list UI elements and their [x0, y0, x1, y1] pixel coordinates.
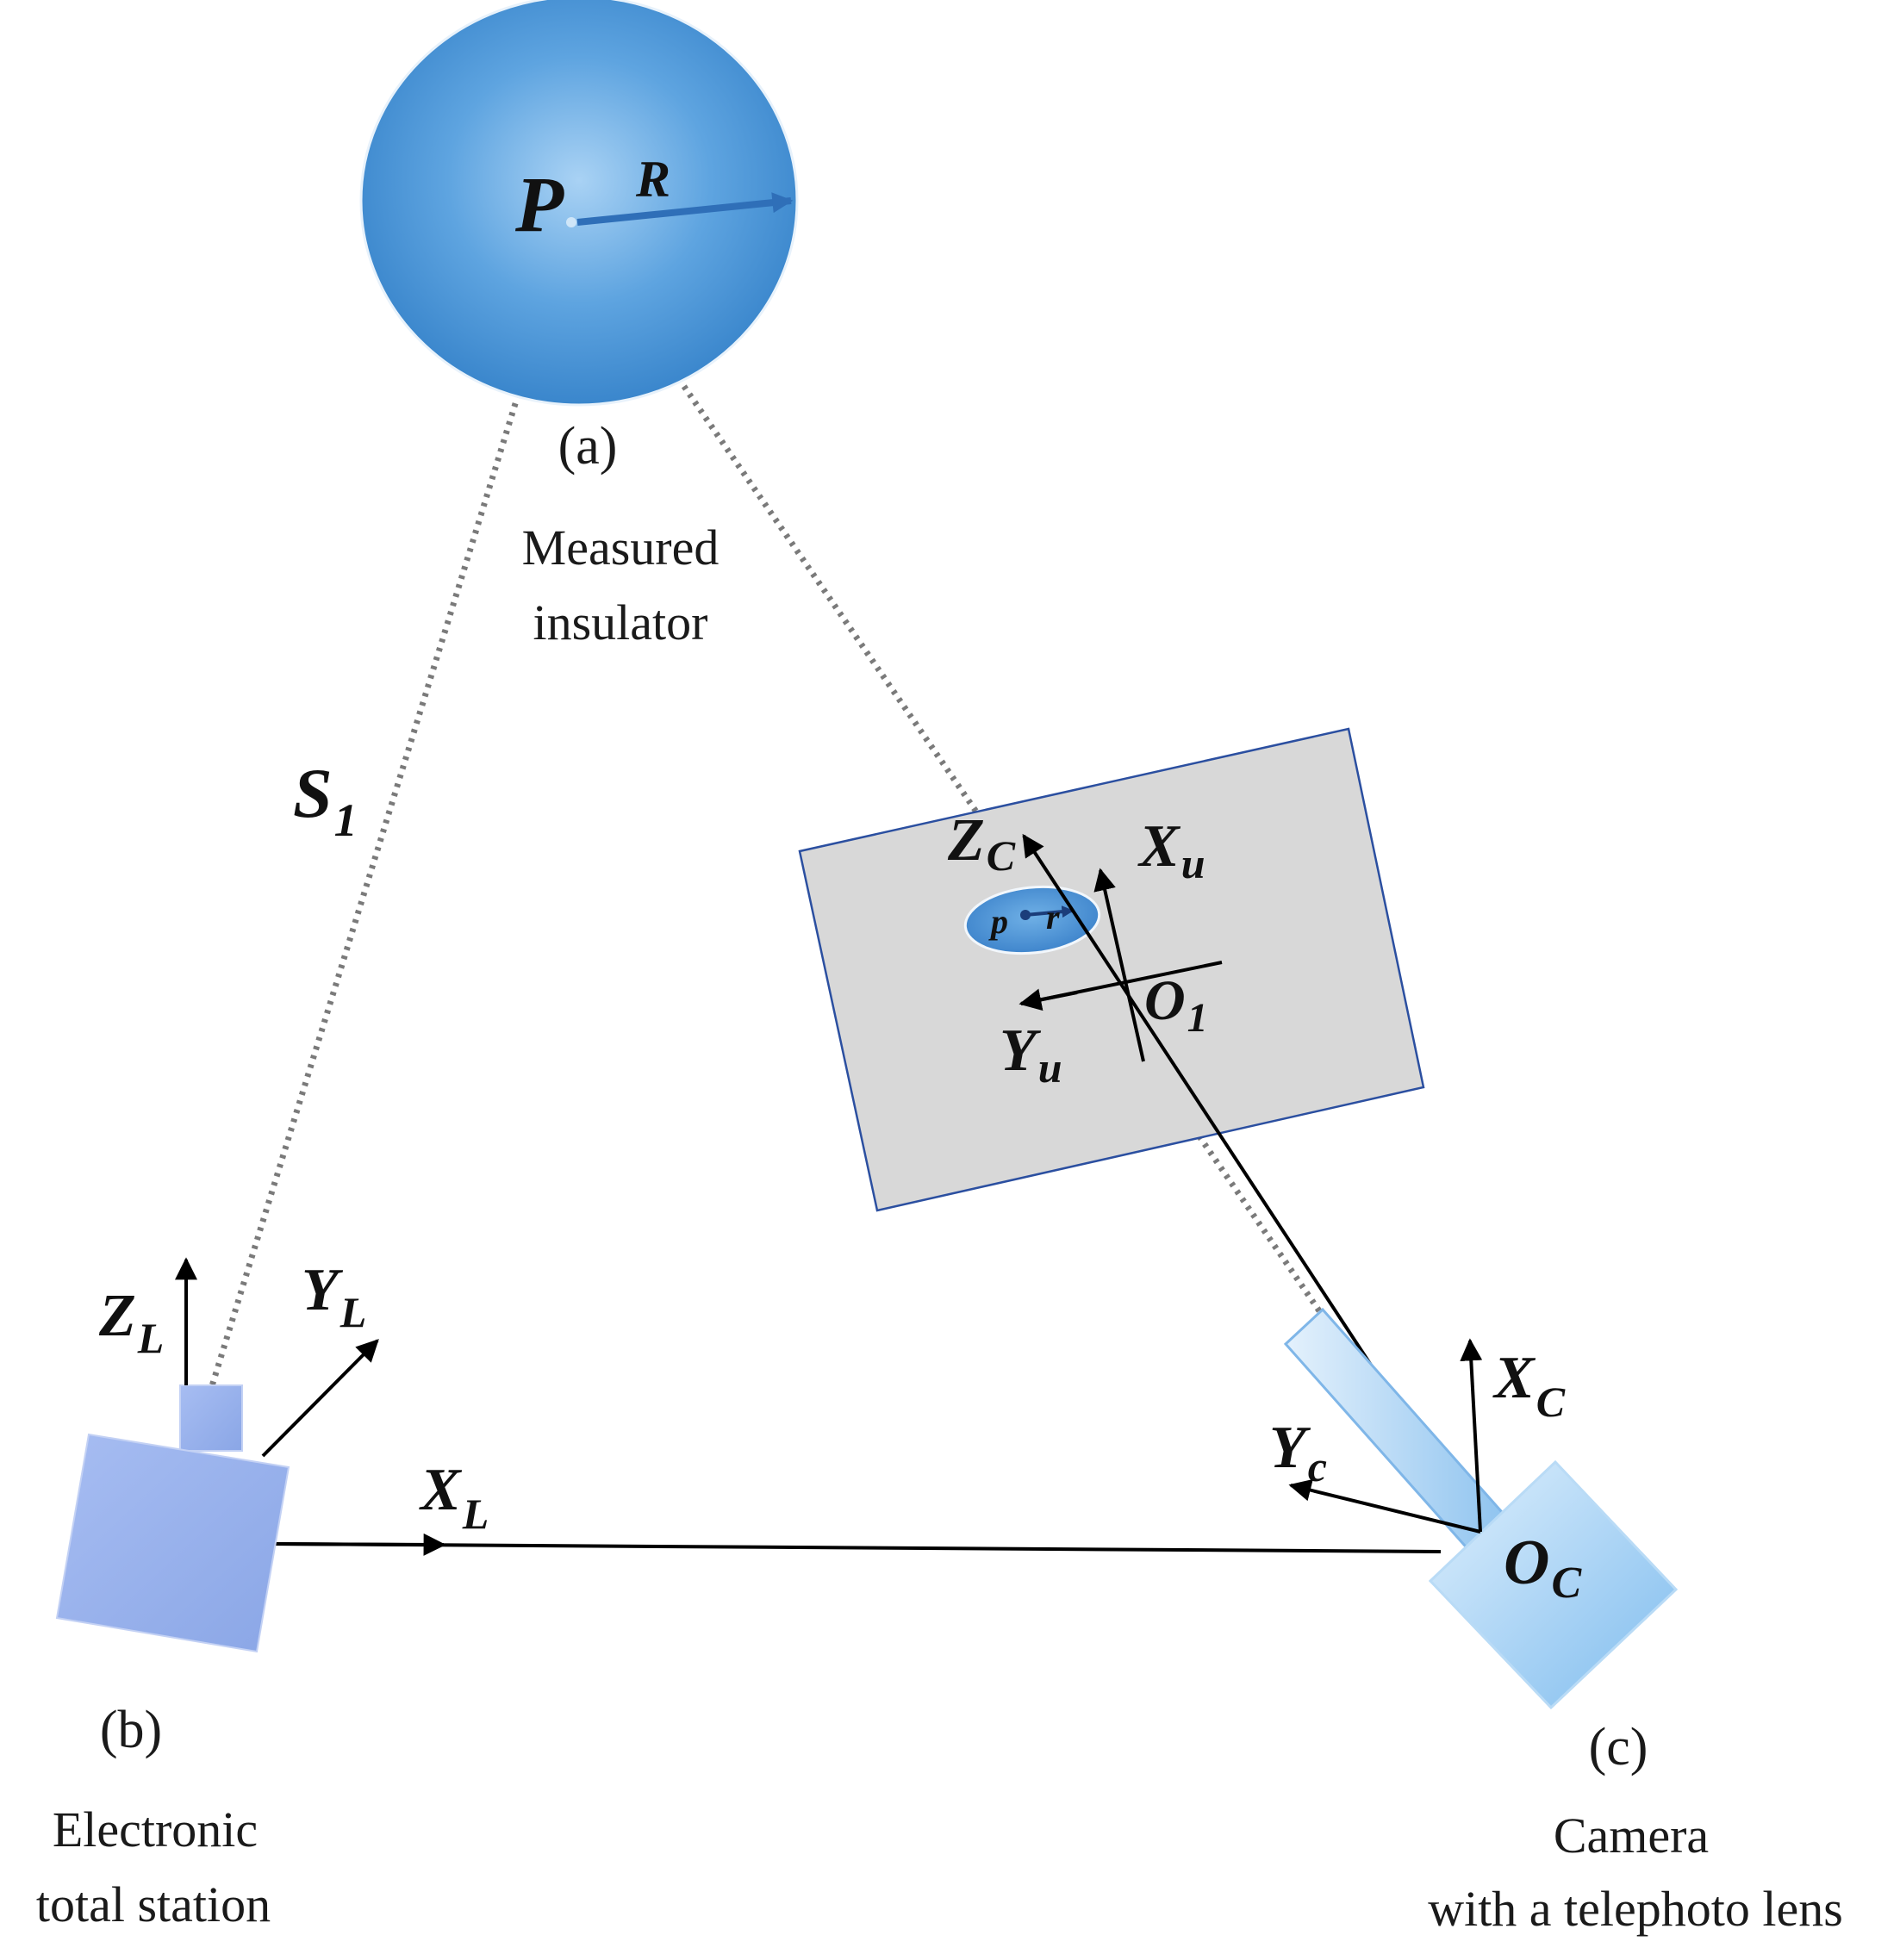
label-YL: YL — [302, 1257, 366, 1336]
camera-body — [1428, 1459, 1679, 1710]
caption-measured-line2: insulator — [533, 594, 708, 650]
projected-insulator — [963, 885, 1101, 955]
camera-axis-yc — [1288, 1478, 1481, 1534]
caption-station-line2: total station — [36, 1876, 271, 1932]
radius-arrow-r — [1025, 905, 1075, 918]
caption-measured-line1: Measured — [522, 520, 720, 576]
caption-b: (b) — [100, 1701, 162, 1759]
station-axis-yl — [261, 1339, 379, 1458]
baseline-xl — [273, 1542, 1442, 1553]
label-Yc: Yc — [1269, 1415, 1327, 1490]
center-point-P — [566, 217, 576, 227]
station-top — [179, 1384, 243, 1452]
label-Xc: XC — [1492, 1345, 1566, 1426]
image-axis-xu — [1093, 868, 1145, 1062]
caption-c: (c) — [1589, 1718, 1648, 1776]
label-P: P — [514, 160, 564, 248]
label-Oc: OC — [1504, 1528, 1582, 1608]
label-Zc: ZC — [947, 807, 1016, 880]
station-body — [55, 1433, 290, 1653]
label-Yu: Yu — [1000, 1017, 1062, 1092]
label-XL: XL — [419, 1457, 489, 1538]
caption-camera-line2: with a telephoto lens — [1428, 1881, 1843, 1937]
image-axis-yu — [1019, 988, 1078, 1011]
label-O1: O1 — [1144, 969, 1208, 1041]
label-S1: S1 — [293, 754, 358, 846]
camera-axis-xc — [1460, 1338, 1483, 1533]
label-Xu: Xu — [1137, 813, 1205, 887]
label-R: R — [635, 151, 670, 208]
label-p: p — [988, 902, 1008, 941]
dotted-line-s1 — [208, 221, 575, 1391]
caption-a: (a) — [558, 417, 618, 476]
insulator-sphere — [359, 0, 799, 407]
label-r: r — [1046, 898, 1060, 936]
caption-station-line1: Electronic — [53, 1801, 258, 1857]
radius-arrow-R — [576, 192, 794, 226]
caption-camera-line1: Camera — [1554, 1808, 1709, 1864]
station-axis-xl — [273, 1533, 446, 1556]
label-ZL: ZL — [98, 1283, 164, 1362]
